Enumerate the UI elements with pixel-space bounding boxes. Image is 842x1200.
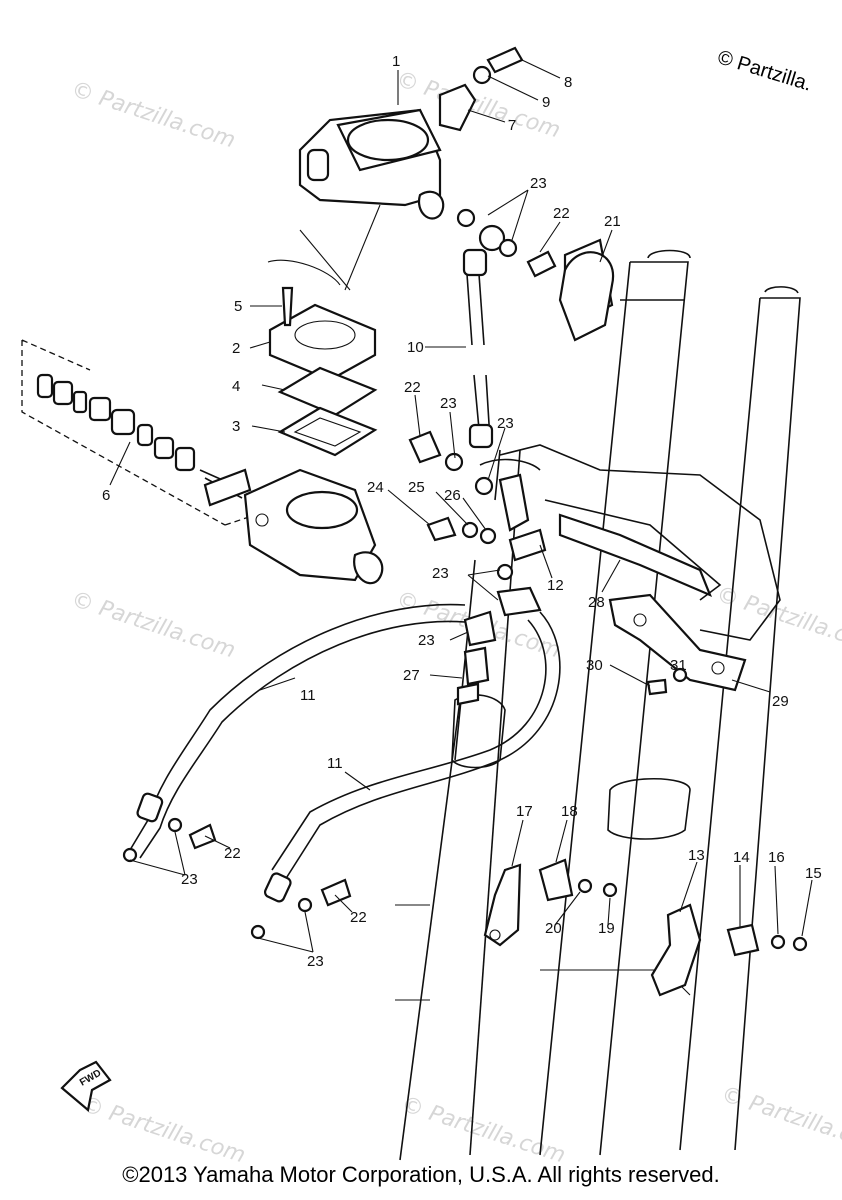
callout-5: 5	[234, 298, 242, 315]
callout-23: 23	[418, 632, 435, 649]
callout-26: 26	[444, 487, 461, 504]
callout-23: 23	[440, 395, 457, 412]
mirror-bracket-screws	[646, 667, 688, 696]
callout-3: 3	[232, 418, 240, 435]
callout-7: 7	[508, 117, 516, 134]
callout-22: 22	[224, 845, 241, 862]
piston-kit-group	[21, 339, 256, 526]
callout-25: 25	[408, 479, 425, 496]
cap-and-screws	[438, 46, 524, 132]
callout-27: 27	[403, 667, 420, 684]
callout-31: 31	[670, 657, 687, 674]
copyright-notice: ©2013 Yamaha Motor Corporation, U.S.A. A…	[122, 1162, 720, 1187]
brake-hose-upper	[462, 248, 494, 449]
callout-24: 24	[367, 479, 384, 496]
callout-23: 23	[530, 175, 547, 192]
callout-14: 14	[733, 849, 750, 866]
callout-19: 19	[598, 920, 615, 937]
caliper-brackets	[122, 817, 808, 997]
callout-6: 6	[102, 487, 110, 504]
callout-10: 10	[407, 339, 424, 356]
callout-4: 4	[232, 378, 240, 395]
fwd-arrow-icon: FWD	[60, 1060, 112, 1113]
callout-23: 23	[432, 565, 449, 582]
callout-21: 21	[604, 213, 621, 230]
master-cylinder-upper	[298, 108, 445, 220]
callout-23: 23	[307, 953, 324, 970]
callout-labels: 1 2 3 4 5 6 7 8 9 10 11 11 12 13 14 15 1…	[102, 53, 822, 970]
callout-17: 17	[516, 803, 533, 820]
callout-23: 23	[181, 871, 198, 888]
diaphragm-parts	[267, 229, 378, 457]
callout-30: 30	[586, 657, 603, 674]
callout-22: 22	[404, 379, 421, 396]
piston-kit	[36, 373, 246, 499]
front-fork-tubes	[395, 249, 801, 1161]
master-cylinder-lower	[203, 468, 384, 585]
callout-12: 12	[547, 577, 564, 594]
callout-20: 20	[545, 920, 562, 937]
callout-18: 18	[561, 803, 578, 820]
callout-15: 15	[805, 865, 822, 882]
callout-22: 22	[350, 909, 367, 926]
callout-23: 23	[497, 415, 514, 432]
callout-11: 11	[300, 687, 316, 704]
watermark: © Partzilla.com	[68, 77, 238, 154]
leader-lines	[109, 59, 813, 953]
watermarks: © Partzilla.com © Partzilla.com © Partzi…	[68, 67, 842, 1169]
callout-13: 13	[688, 847, 705, 864]
callout-16: 16	[768, 849, 785, 866]
callout-22: 22	[553, 205, 570, 222]
callout-29: 29	[772, 693, 789, 710]
callout-1: 1	[392, 53, 400, 70]
callout-9: 9	[542, 94, 550, 111]
callout-11: 11	[327, 755, 343, 772]
rubber-boot	[558, 251, 615, 342]
callout-8: 8	[564, 74, 572, 91]
watermark: © Partzilla.com	[78, 1092, 248, 1169]
handlebar-assembly	[479, 444, 781, 692]
watermark: © Partzilla.com	[68, 587, 238, 664]
callout-28: 28	[588, 594, 605, 611]
brake-hoses-lower	[129, 603, 561, 903]
callout-2: 2	[232, 340, 240, 357]
